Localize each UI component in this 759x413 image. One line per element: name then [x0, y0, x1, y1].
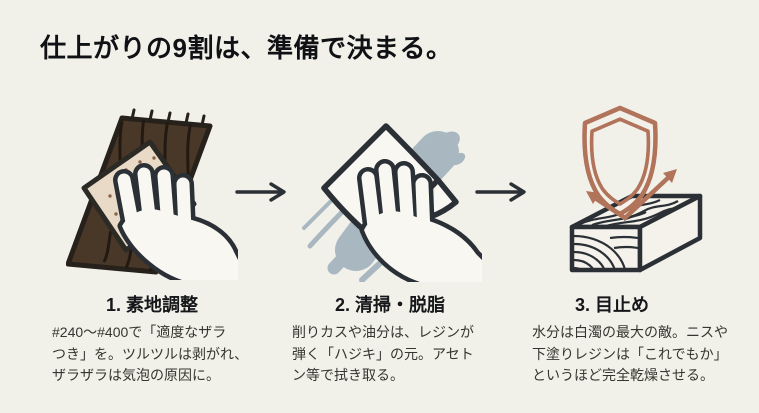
- step3-heading: 3.目止め: [502, 291, 722, 317]
- step2-description: 削りカスや油分は、レジンが 弾く「ハジキ」の元。アセト ン等で拭き取る。: [292, 324, 474, 384]
- hand: [357, 159, 482, 282]
- step2-heading-label: 清掃・脱脂: [355, 295, 445, 315]
- step-connector-1: [234, 180, 290, 204]
- step1-number: 1.: [105, 295, 121, 315]
- step1-heading: 1.素地調整: [42, 291, 262, 317]
- step1-description: #240〜#400で「適度なザラ つき」を。ツルツルは剥がれ、 ザラザラは気泡の…: [52, 324, 249, 384]
- step3-description: 水分は白濁の最大の敵。ニスや 下塗りレジンは「これでもか」 というほど完全乾燥さ…: [532, 324, 728, 384]
- right-arrow-icon: [235, 182, 286, 202]
- bounce-arrow: [586, 169, 677, 221]
- step3-illustration: [536, 96, 704, 280]
- step2-illustration: [298, 98, 482, 282]
- step3-heading-label: 目止め: [595, 295, 649, 315]
- shield-wood-icon: [569, 105, 703, 273]
- right-arrow-icon: [475, 182, 526, 202]
- wiping-cloth-icon: [302, 123, 482, 282]
- step-connector-2: [474, 180, 530, 204]
- step1-heading-label: 素地調整: [126, 295, 198, 315]
- page-title: 仕上がりの9割は、準備で決まる。: [40, 33, 453, 63]
- hand: [113, 163, 238, 280]
- step1-illustration: [66, 100, 238, 280]
- step2-number: 2.: [334, 295, 350, 315]
- step2-heading: 2.清掃・脱脂: [280, 291, 500, 317]
- step3-number: 3.: [574, 295, 590, 315]
- sanding-hand-icon: [66, 108, 238, 280]
